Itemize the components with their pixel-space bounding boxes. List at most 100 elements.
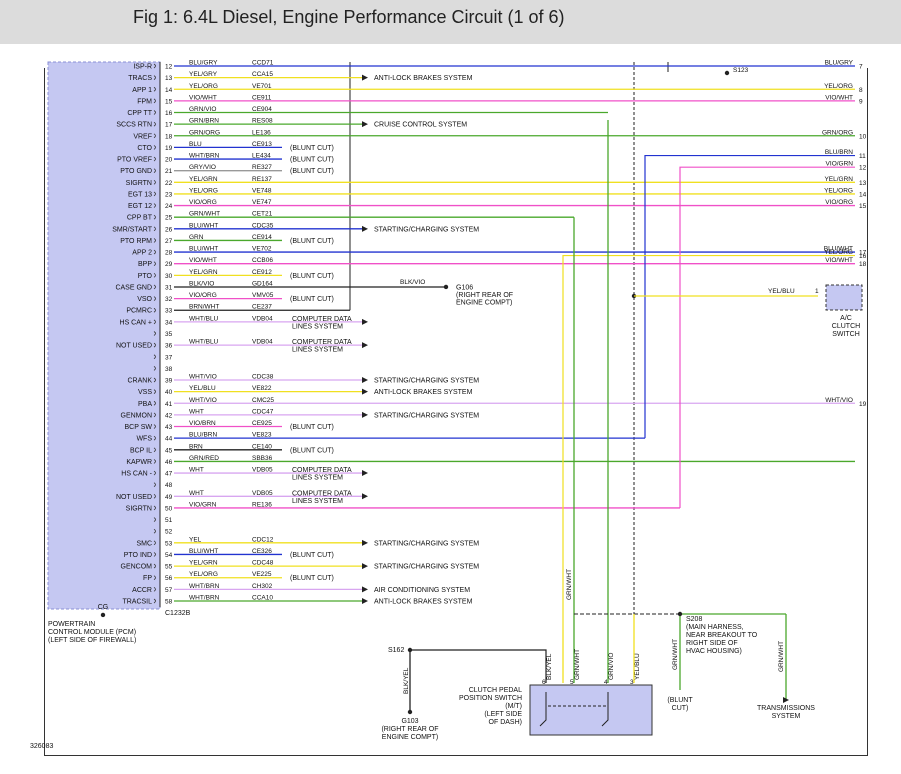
pin-terminal-mark [153,226,156,232]
clutch-switch-label: CLUTCH PEDAL [469,687,522,694]
splice-s123-dot [724,70,730,76]
blunt-cut-label: (BLUNT CUT) [290,296,334,303]
right-wire-number: 19 [859,401,867,408]
ac-switch-label: A/C [840,315,852,322]
system-arrow [362,225,368,232]
right-wire-label: BLU/BRN [825,149,853,156]
pin-signal-label: HS CAN + [120,319,152,326]
pin-terminal-mark [153,86,156,92]
circuit-code-label: VDB04 [252,339,273,346]
pin-terminal-mark [153,296,156,301]
clutch-pin-number: 3 [630,679,634,686]
pin-signal-label: VSO [137,296,152,303]
g103-label: G103 [401,718,418,725]
right-wire-label: YEL/ORG [824,83,853,90]
wire-color-label: VIO/ORG [189,199,217,206]
circuit-code-label: CMC25 [252,397,274,404]
wire-color-label: BLK/VIO [189,280,214,287]
pin-terminal-mark [153,528,156,534]
wire-color-label: GRY/VIO [189,164,216,171]
right-wire-label: YEL/ORG [824,187,853,194]
pin-signal-label: VREF [133,133,152,140]
right-wire-number: 17 [859,250,867,257]
system-label: STARTING/CHARGING SYSTEM [374,378,479,385]
circuit-code-label: VE747 [252,199,272,206]
circuit-code-label: CDC48 [252,560,274,567]
right-wire-label: WHT/VIO [825,397,853,404]
pin-number: 58 [165,598,173,605]
circuit-code-label: CH302 [252,583,273,590]
g106-wire-label: BLK/VIO [400,279,425,286]
pin-number: 20 [165,157,173,164]
figure-header: Fig 1: 6.4L Diesel, Engine Performance C… [0,0,901,44]
right-wire-label: BLU/GRY [825,60,854,67]
blunt-cut-label: (BLUNT CUT) [290,424,334,431]
pin-number: 14 [165,87,173,94]
pin-signal-label: CRANK [127,378,152,385]
system-arrow [362,586,368,593]
circuit-code-label: LE434 [252,153,271,160]
pin-number: 37 [165,354,173,361]
pin-number: 25 [165,215,173,222]
pin-terminal-mark [153,377,156,383]
wire-blk-yel-clutch [410,649,547,683]
s208-location: NEAR BREAKOUT TO [686,632,758,639]
ac-switch-label: CLUTCH [832,323,860,330]
system-arrow [362,121,368,128]
wire-color-label: WHT [189,490,204,497]
wire-color-label: GRN/ORG [189,129,220,136]
system-arrow [362,388,368,395]
system-label: CRUISE CONTROL SYSTEM [374,122,467,129]
wire-color-label: YEL/GRN [189,560,218,567]
g103-wire-label: BLK/YEL [403,667,410,694]
clutch-wire-label: GRN/WHT [574,649,581,680]
pin-number: 12 [165,64,173,71]
pin-number: 30 [165,273,173,280]
circuit-code-label: CE326 [252,548,272,555]
pin-number: 31 [165,284,173,291]
pin-number: 29 [165,261,173,268]
wire-color-label: YEL/GRN [189,176,218,183]
pin-number: 22 [165,180,173,187]
pin-number: 33 [165,308,173,315]
pin-number: 40 [165,389,173,396]
pin-signal-label: PBA [138,401,152,408]
pin-number: 21 [165,168,173,175]
pin-terminal-mark [153,261,156,267]
pin-number: 32 [165,296,173,303]
system-label: STARTING/CHARGING SYSTEM [374,564,479,571]
blunt-cut-label: (BLUNT CUT) [290,157,334,164]
pin-terminal-mark [153,493,156,499]
system-label: ANTI-LOCK BRAKES SYSTEM [374,75,473,82]
system-arrow [362,342,368,349]
blunt-cut-label: (BLUNT CUT) [290,168,334,175]
ac-pin-number: 1 [815,288,819,295]
clutch-switch-box [529,684,653,736]
pin-number: 47 [165,471,173,478]
pin-signal-label: CASE GND [115,284,152,291]
g106-location: ENGINE COMPT) [456,299,512,306]
system-label: COMPUTER DATA [292,490,352,497]
s208-label: S208 [686,616,702,623]
circuit-code-label: RE327 [252,164,272,171]
ac-switch-label: SWITCH [832,331,860,338]
system-arrow [362,318,368,325]
pin-terminal-mark [153,342,156,348]
pin-terminal-mark [153,238,156,243]
pin-terminal-mark [153,447,156,453]
circuit-code-label: RES08 [252,118,273,125]
trans-wire-label: GRN/WHT [778,641,785,672]
circuit-code-label: GD164 [252,280,273,287]
circuit-code-label: VE225 [252,571,272,578]
pin-terminal-mark [153,470,156,476]
wire-color-label: BLU/WHT [189,246,218,253]
pin-terminal-mark [153,214,156,220]
pin-number: 16 [165,110,173,117]
wire-color-label: BLU/BRN [189,432,217,439]
system-arrow [362,597,368,604]
circuit-code-label: CE911 [252,94,272,101]
right-wire-label: VIO/WHT [825,94,853,101]
module-name-label: (LEFT SIDE OF FIREWALL) [48,637,136,644]
pin-number: 55 [165,564,173,571]
right-wire-number: 11 [859,153,866,160]
